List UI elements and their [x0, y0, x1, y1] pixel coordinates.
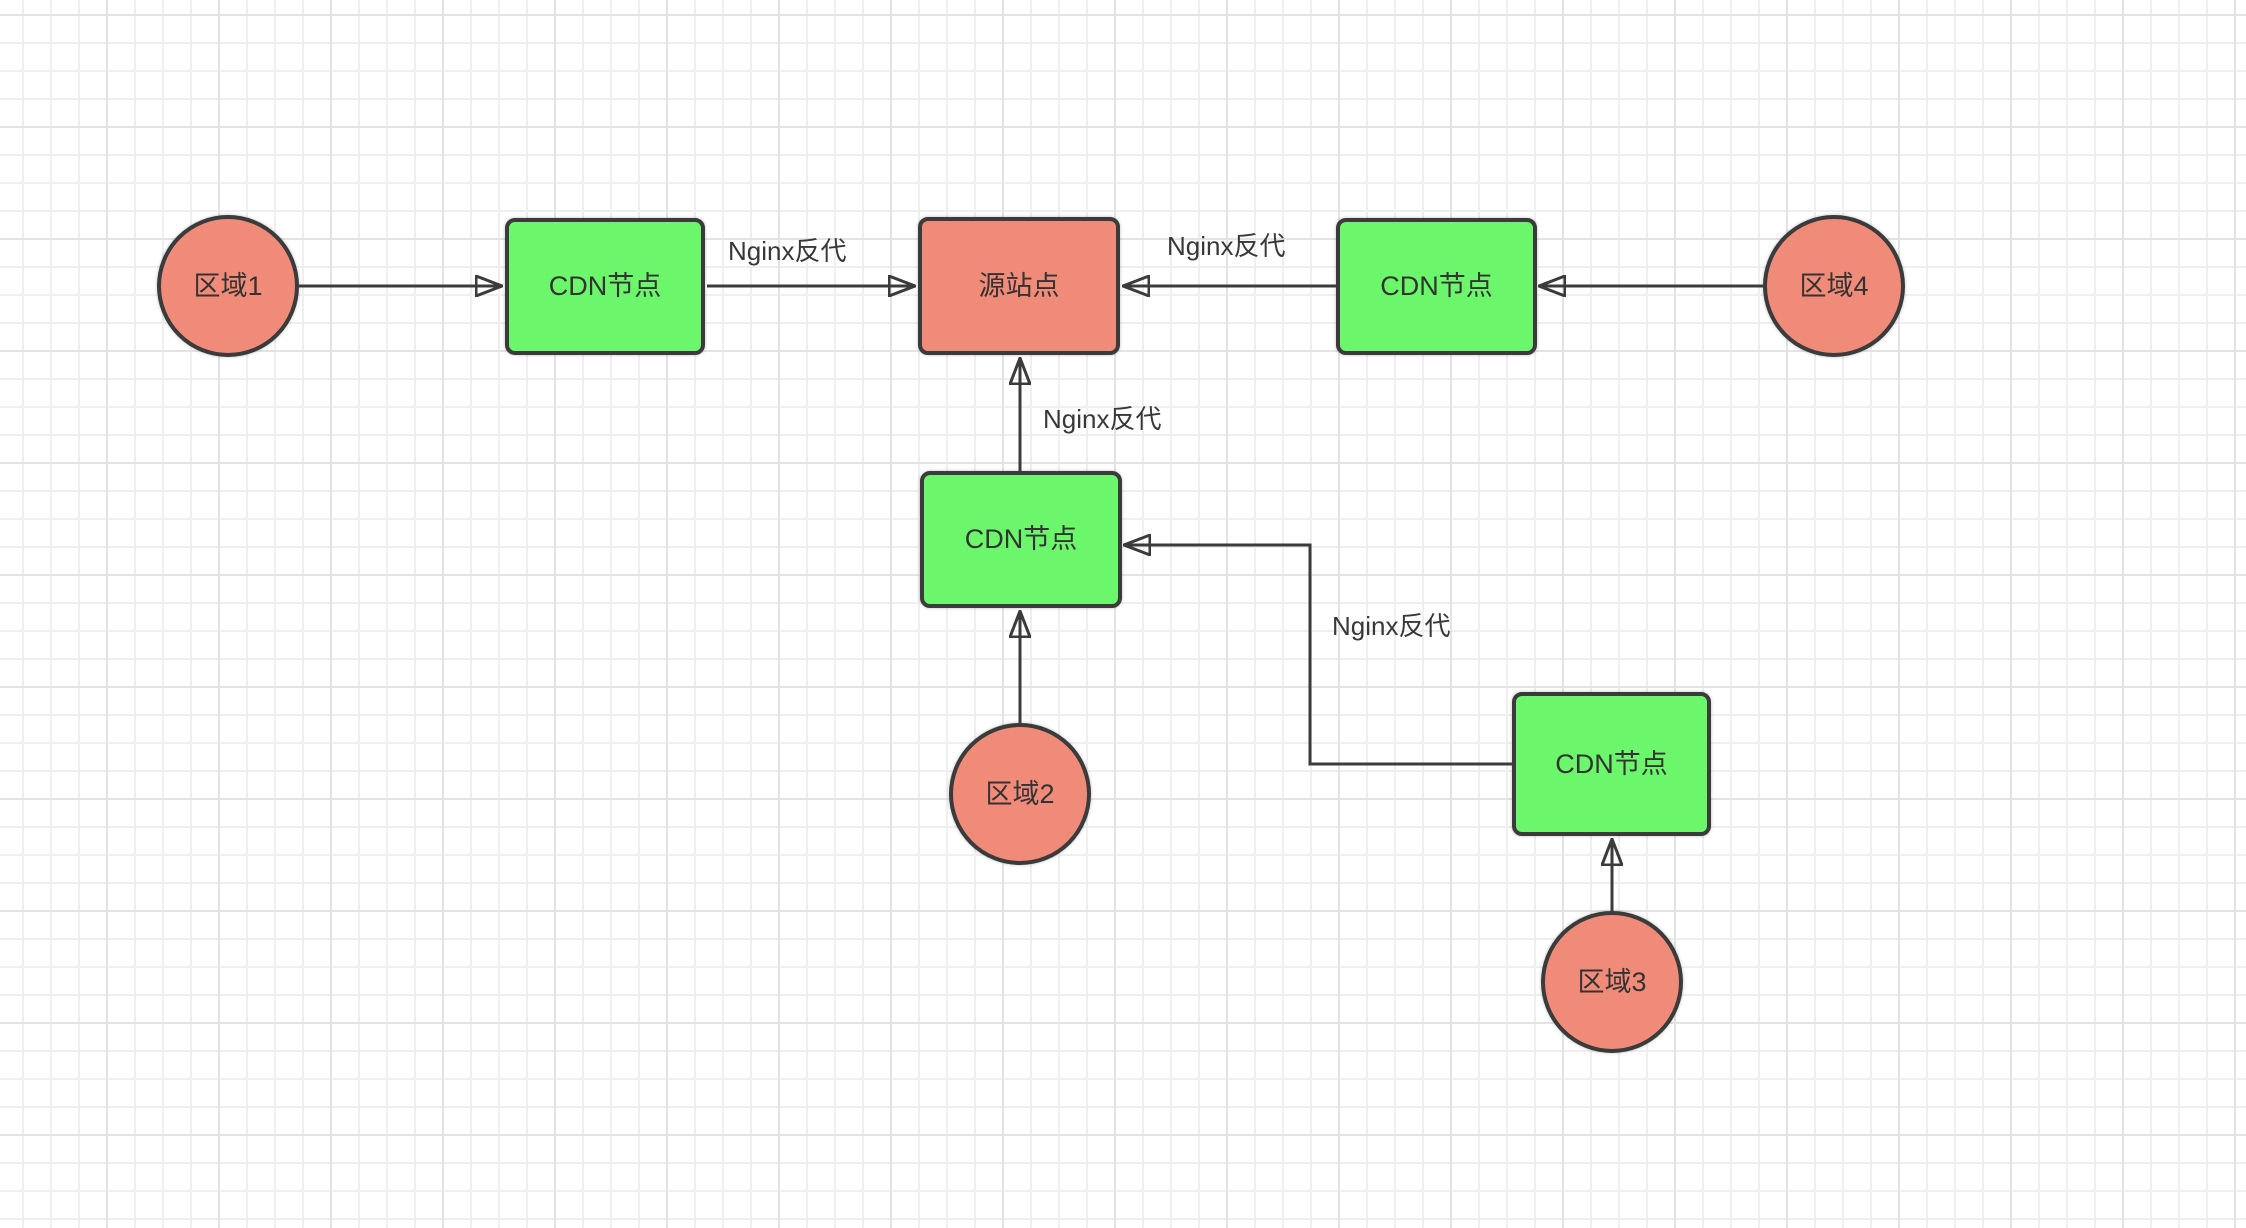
edge-label-cdn-right-to-origin[interactable]: Nginx反代	[1167, 231, 1286, 261]
node-region2[interactable]: 区域2	[949, 723, 1091, 865]
node-region1-label: 区域1	[193, 270, 263, 301]
node-region4[interactable]: 区域4	[1763, 215, 1905, 357]
node-origin[interactable]: 源站点	[918, 217, 1120, 355]
node-cdn-left[interactable]: CDN节点	[505, 218, 705, 355]
node-region4-label: 区域4	[1799, 270, 1869, 301]
edge-cdn-bottom-right-to-cdn-mid[interactable]	[1125, 545, 1512, 766]
node-cdn-right-label: CDN节点	[1380, 271, 1493, 302]
edge-label-cdn-left-to-origin[interactable]: Nginx反代	[728, 236, 847, 266]
node-region3[interactable]: 区域3	[1541, 911, 1683, 1053]
node-region1[interactable]: 区域1	[157, 215, 299, 357]
node-region2-label: 区域2	[985, 778, 1055, 809]
node-cdn-right[interactable]: CDN节点	[1336, 218, 1537, 355]
node-cdn-bottom-right[interactable]: CDN节点	[1512, 692, 1711, 836]
node-cdn-left-label: CDN节点	[548, 271, 662, 302]
node-cdn-mid[interactable]: CDN节点	[920, 471, 1122, 608]
node-region3-label: 区域3	[1577, 966, 1647, 997]
edge-label-cdn-mid-to-origin[interactable]: Nginx反代	[1043, 404, 1162, 434]
edge-label-cdn-bottom-right-to-cdn-mid[interactable]: Nginx反代	[1332, 611, 1451, 641]
node-cdn-mid-label: CDN节点	[964, 524, 1078, 555]
node-cdn-bottom-right-label: CDN节点	[1555, 748, 1668, 779]
node-origin-label: 源站点	[978, 270, 1060, 301]
